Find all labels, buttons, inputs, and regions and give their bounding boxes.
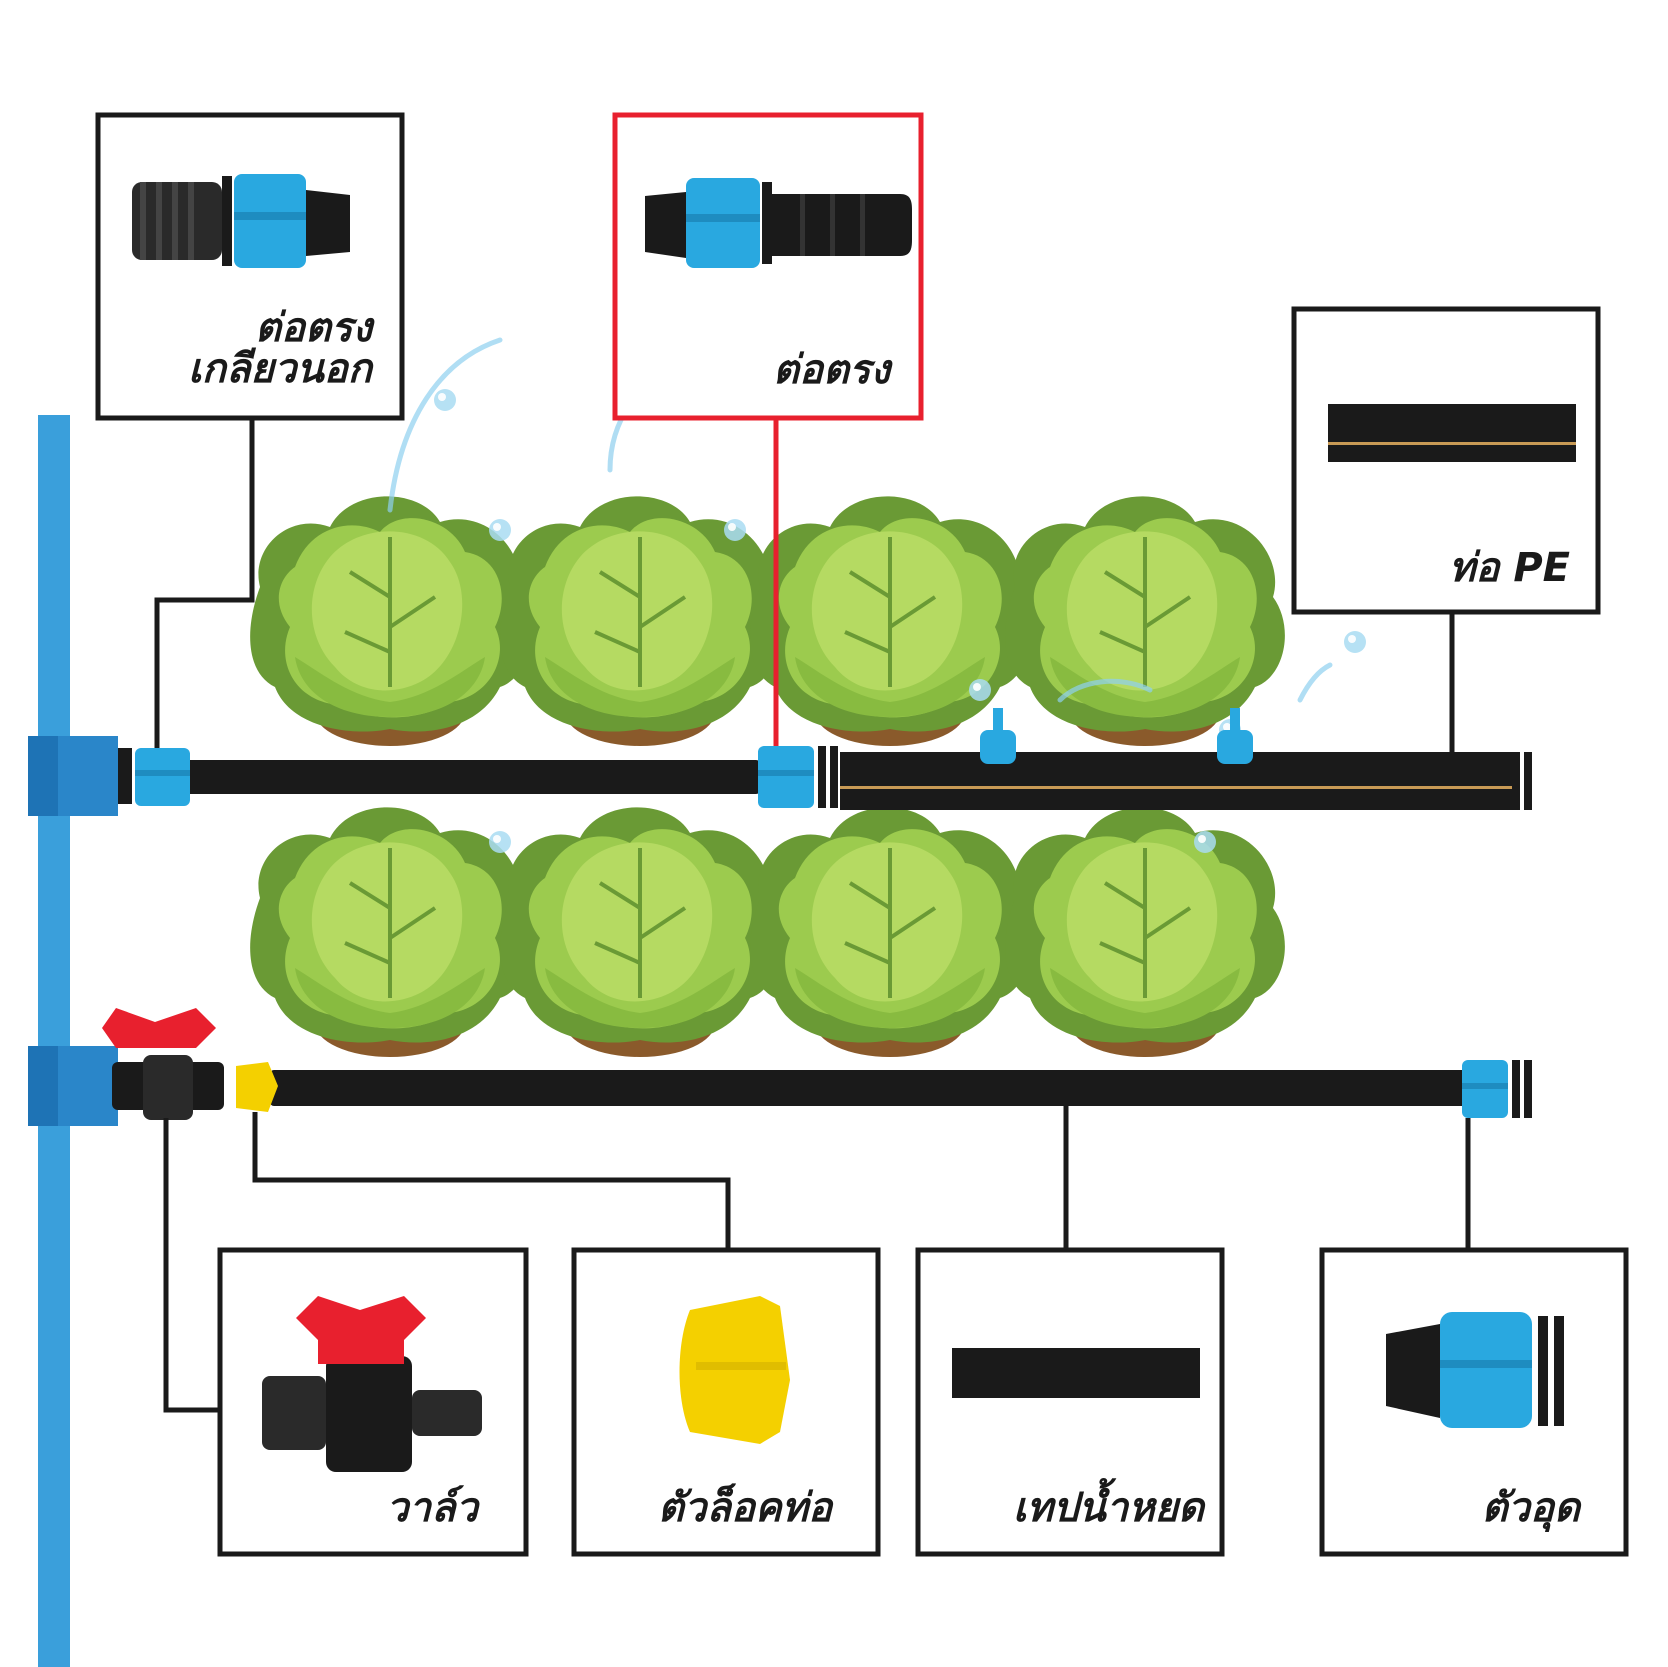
valve — [102, 1008, 224, 1120]
label-lock-cap: ตัวล็อคท่อ — [657, 1485, 832, 1531]
lettuce-icon — [498, 805, 782, 1059]
straight-connector-icon — [645, 178, 912, 268]
label-box-drip-tape — [915, 1247, 1225, 1557]
straight-connector — [758, 746, 838, 808]
lettuce-icon — [1003, 805, 1287, 1059]
drip-tape-lower — [270, 1070, 1470, 1106]
label-straight-threaded-line2: เกลียวนอก — [188, 345, 372, 392]
valve-icon — [262, 1296, 482, 1472]
lettuce-icon — [248, 494, 532, 748]
tee-fitting-lower — [28, 1046, 118, 1126]
label-straight-threaded-line1: ต่อตรง — [255, 305, 372, 351]
label-straight: ต่อตรง — [773, 347, 890, 393]
end-plug-icon — [1386, 1312, 1564, 1428]
lettuce-icon — [748, 805, 1032, 1059]
lock-cap-icon — [679, 1296, 790, 1444]
end-plug — [1462, 1060, 1532, 1118]
label-drip-tape: เทปน้ำหยด — [1012, 1485, 1204, 1531]
drip-tape-upper — [840, 752, 1532, 810]
pe-pipe-icon — [1328, 404, 1576, 462]
drip-tape-icon — [952, 1348, 1200, 1398]
lettuce-icon — [1003, 494, 1287, 748]
lettuce-icon — [748, 494, 1032, 748]
straight-threaded-connector — [118, 748, 190, 806]
label-straight-threaded: ต่อตรง เกลียวนอก — [188, 308, 372, 390]
lock-cap — [236, 1062, 278, 1112]
main-supply-pipe — [38, 415, 70, 1667]
leader-lines — [154, 418, 1471, 1413]
label-box-straight — [612, 112, 924, 421]
tee-fitting-upper — [28, 736, 118, 816]
straight-threaded-connector-icon — [132, 174, 350, 268]
pe-pipe-upper — [180, 760, 760, 794]
dripper-icon — [980, 708, 1253, 764]
label-valve: วาล์ว — [386, 1485, 478, 1531]
label-pe-pipe: ท่อ PE — [1449, 545, 1570, 591]
label-end-plug: ตัวอุด — [1481, 1485, 1580, 1531]
lettuce-icon — [248, 805, 532, 1059]
